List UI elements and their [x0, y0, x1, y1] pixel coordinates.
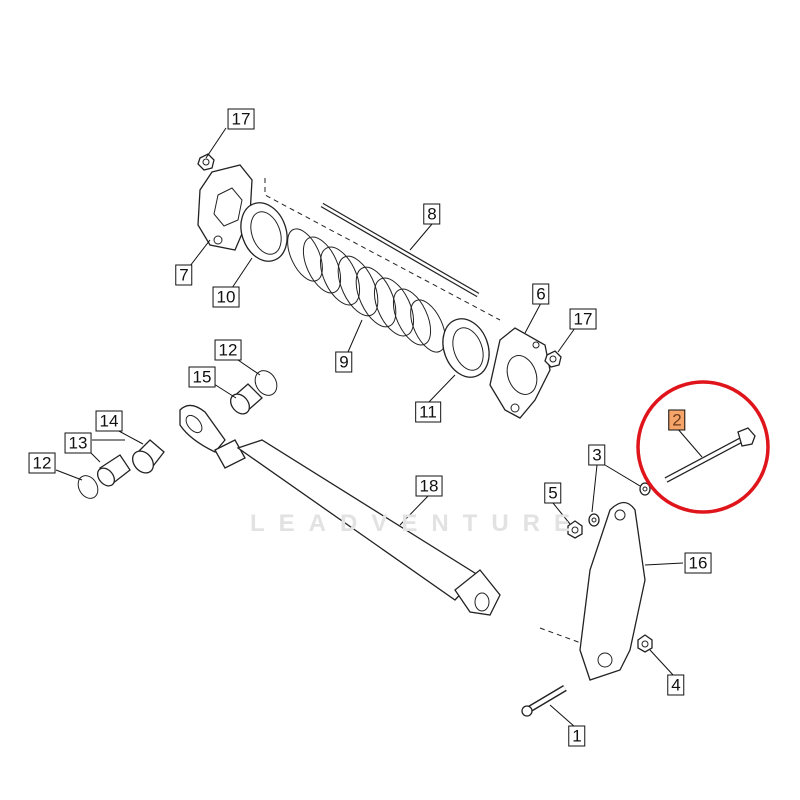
callout-6[interactable]: 6 [532, 283, 550, 305]
callout-1[interactable]: 1 [568, 725, 586, 747]
shock-absorber-18 [179, 404, 501, 616]
callout-12[interactable]: 12 [28, 452, 56, 474]
seat-11 [442, 318, 490, 378]
callout-12[interactable]: 12 [214, 339, 242, 361]
callout-7[interactable]: 7 [175, 264, 193, 286]
nut-5 [567, 520, 583, 539]
flange-6 [489, 327, 551, 419]
callout-10[interactable]: 10 [212, 286, 240, 308]
nut-17-top [197, 153, 215, 171]
bracket-16 [579, 501, 646, 681]
plate-7 [197, 164, 253, 251]
nut-17-right [544, 350, 562, 368]
bushing-15 [229, 383, 263, 415]
callout-5[interactable]: 5 [544, 482, 562, 504]
spring-9 [287, 228, 446, 353]
o-ring-12-lower [77, 475, 99, 499]
callout-8[interactable]: 8 [423, 203, 441, 225]
highlight-circle [636, 380, 770, 514]
bushing-13 [96, 454, 131, 487]
seat-10 [240, 202, 288, 262]
leader-lines [55, 127, 703, 728]
callout-15[interactable]: 15 [188, 366, 216, 388]
callout-3[interactable]: 3 [588, 444, 606, 466]
callout-16[interactable]: 16 [684, 552, 712, 574]
callout-4[interactable]: 4 [667, 674, 685, 696]
callout-17[interactable]: 17 [569, 308, 597, 330]
rod-8 [320, 202, 480, 298]
assembly-dash-line [264, 178, 501, 321]
assembly-dash-line [539, 627, 601, 651]
bushing-14 [132, 439, 165, 474]
callout-17[interactable]: 17 [227, 108, 255, 130]
callout-13[interactable]: 13 [64, 432, 92, 454]
callout-11[interactable]: 11 [415, 401, 441, 423]
watermark: LEADVENTURE [250, 510, 585, 537]
callout-2-highlighted[interactable]: 2 [668, 409, 686, 431]
washers-3 [588, 482, 651, 527]
bolt-2 [664, 427, 756, 483]
o-ring-12-upper [254, 370, 278, 396]
nut-4 [637, 634, 653, 653]
callout-14[interactable]: 14 [95, 410, 123, 432]
callout-18[interactable]: 18 [415, 475, 443, 497]
bolt-1 [521, 684, 567, 717]
callout-9[interactable]: 9 [335, 351, 353, 373]
